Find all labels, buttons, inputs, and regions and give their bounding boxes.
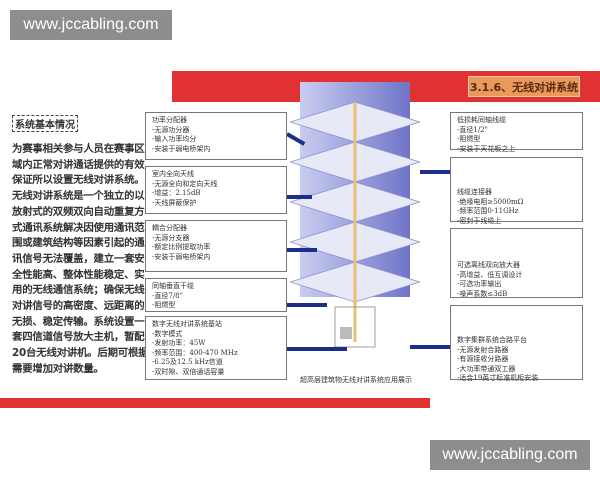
overview-line: 全性能高、整体性能稳定、实 (12, 268, 145, 281)
spec-item: -直径7/8" (152, 291, 183, 300)
spec-box: 功率分配器-无源功分器-输入功率均分-安装于弱电桥架内 (145, 112, 287, 160)
overview-line: 放射式的双频双向自动重复方 (12, 205, 145, 218)
spec-item: -频率范围：400-470 MHz (152, 348, 238, 357)
overview-heading: 系统基本情况 (12, 115, 78, 132)
overview-line: 无线对讲系统是一个独立的以 (12, 190, 145, 203)
overview-text: 为赛事相关参与人员在赛事区域内正常对讲通话提供的有效保证所以设置无线对讲系统。无… (12, 142, 149, 378)
watermark-bottom: www.jccabling.com (430, 440, 590, 470)
spec-title: 可选离线双向放大器 (457, 261, 520, 269)
spec-item: -噪声系数≤3dB (457, 289, 508, 298)
spec-item: -阻燃型 (457, 135, 481, 143)
spec-title: 低损耗同轴线缆 (457, 116, 506, 124)
spec-item: -无源发射合路器 (457, 345, 509, 354)
overview-line: 用的无线通信系统；确保无线 (12, 284, 145, 297)
spec-item: -天线屏蔽保护 (152, 198, 197, 207)
spec-item: -增益：2.15dB (152, 189, 201, 197)
connector-line (420, 170, 450, 174)
connector-line (287, 347, 347, 351)
spec-item: -阻燃型 (152, 301, 176, 309)
spec-box: 耦合分配器-无源分支器-额定比例提取功率-安装于弱电桥架内 (145, 220, 287, 272)
spec-box: 线缆连接器-绝缘电阻≥5000mΩ-频率范围0-11GHz-密封于线缆上 (450, 157, 583, 225)
overview-line: 需要增加对讲数量。 (12, 362, 104, 375)
overview-line: 无损、稳定传输。系统设置一 (12, 315, 145, 328)
spec-item: -有源接收分路器 (457, 355, 509, 363)
spec-item: -直径1/2" (457, 125, 488, 134)
footer-band (0, 398, 430, 408)
spec-item: -安装于弱电桥架内 (152, 144, 211, 153)
spec-item: -大功率带通双工器 (457, 364, 516, 373)
spec-title: 功率分配器 (152, 116, 187, 124)
spec-item: -适合19英寸标准机柜安装 (457, 374, 539, 382)
spec-item: -额定比例提取功率 (152, 243, 211, 251)
spec-item: -发射功率：45W (152, 339, 206, 347)
spec-item: -密封于线缆上 (457, 216, 502, 225)
connector-line (287, 303, 327, 307)
overview-line: 对讲信号的高密度、远距离的 (12, 300, 145, 313)
spec-box: 数字集群系统合路平台-无源发射合路器-有源接收分路器-大功率带通双工器-适合19… (450, 305, 583, 382)
spec-box: 同轴垂直干缆-直径7/8"-阻燃型 (145, 278, 287, 312)
overview-line: 20台无线对讲机。后期可根据 (12, 347, 149, 360)
spec-item: -无源分支器 (152, 233, 190, 242)
spec-box: 数字无线对讲系统基站-数字模式-发射功率：45W-频率范围：400-470 MH… (145, 316, 287, 380)
spec-item: -无源全向和定向天线 (152, 179, 218, 188)
connector-line (287, 195, 312, 199)
spec-item: -无源功分器 (152, 125, 190, 134)
spec-title: 线缆连接器 (457, 188, 492, 196)
spec-title: 耦合分配器 (152, 224, 187, 232)
overview-line: 围或建筑结构等因素引起的通 (12, 237, 145, 250)
overview-line: 讯信号无法覆盖，建立一套安 (12, 252, 145, 265)
spec-box: 可选离线双向放大器-高增益、低互调设计-可选功率输出-噪声系数≤3dB (450, 228, 583, 298)
overview-line: 套四信道信号放大主机，暂配 (12, 331, 145, 344)
spec-title: 室内全向天线 (152, 170, 194, 178)
spec-item: -安装于天花板之上 (457, 144, 516, 153)
spec-title: 数字无线对讲系统基站 (152, 320, 222, 328)
spec-box: 低损耗同轴线缆-直径1/2"-阻燃型-安装于天花板之上 (450, 112, 583, 153)
spec-box: 室内全向天线-无源全向和定向天线-增益：2.15dB-天线屏蔽保护 (145, 166, 287, 214)
section-title: 3.1.6、无线对讲系统 (468, 76, 580, 97)
connector-line (287, 248, 317, 252)
diagram-caption: 超高层建筑物无线对讲系统应用展示 (300, 376, 412, 384)
watermark-top: www.jccabling.com (10, 10, 172, 40)
overview-line: 域内正常对讲通话提供的有效 (12, 158, 145, 171)
spec-item: -安装于弱电桥架内 (152, 252, 211, 261)
spec-item: -可选功率输出 (457, 280, 502, 288)
spec-item: -输入功率均分 (152, 135, 197, 143)
spec-item: -绝缘电阻≥5000mΩ (457, 197, 524, 206)
spec-item: -数字模式 (152, 329, 183, 338)
spec-item: -6.25及12.5 kHz信道 (152, 358, 223, 366)
overview-line: 为赛事相关参与人员在赛事区 (12, 143, 145, 155)
spec-item: -频率范围0-11GHz (457, 207, 519, 215)
spec-title: 数字集群系统合路平台 (457, 336, 527, 344)
spec-item: -双时隙、双倍通话容量 (152, 367, 225, 376)
overview-line: 式通讯系统解决因使用通讯范 (12, 221, 145, 234)
connector-line (410, 345, 450, 349)
overview-line: 保证所以设置无线对讲系统。 (12, 174, 145, 187)
spec-title: 同轴垂直干缆 (152, 282, 194, 290)
spec-item: -高增益、低互调设计 (457, 270, 523, 279)
building-illustration (290, 82, 420, 348)
